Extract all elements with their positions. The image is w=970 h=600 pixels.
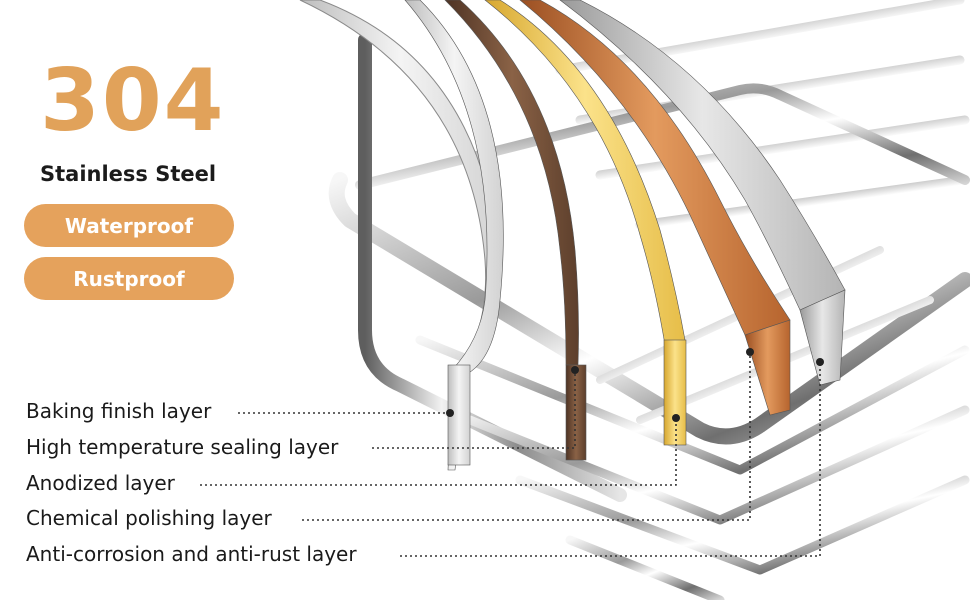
layer-label-chemical-polishing: Chemical polishing layer bbox=[26, 506, 272, 530]
material-grade-heading: 304 bbox=[40, 51, 226, 151]
layer-label-anodized: Anodized layer bbox=[26, 471, 175, 495]
rustproof-badge: Rustproof bbox=[24, 257, 234, 300]
leader-dots bbox=[446, 348, 824, 422]
material-subtitle: Stainless Steel bbox=[40, 162, 217, 186]
waterproof-badge: Waterproof bbox=[24, 204, 234, 247]
layer-label-sealing: High temperature sealing layer bbox=[26, 435, 339, 459]
strip-sealing-end bbox=[565, 364, 587, 461]
strip-baking-finish bbox=[404, 0, 504, 471]
leader-lines bbox=[200, 352, 821, 557]
strip-chemical-polish-end bbox=[744, 319, 791, 416]
layer-strips bbox=[404, 0, 846, 471]
layer-label-baking-finish: Baking finish layer bbox=[26, 399, 212, 423]
strip-anti-corrosion-end bbox=[799, 289, 846, 386]
strip-anodized-end bbox=[663, 339, 687, 446]
layer-label-anti-corrosion: Anti-corrosion and anti-rust layer bbox=[26, 542, 357, 566]
